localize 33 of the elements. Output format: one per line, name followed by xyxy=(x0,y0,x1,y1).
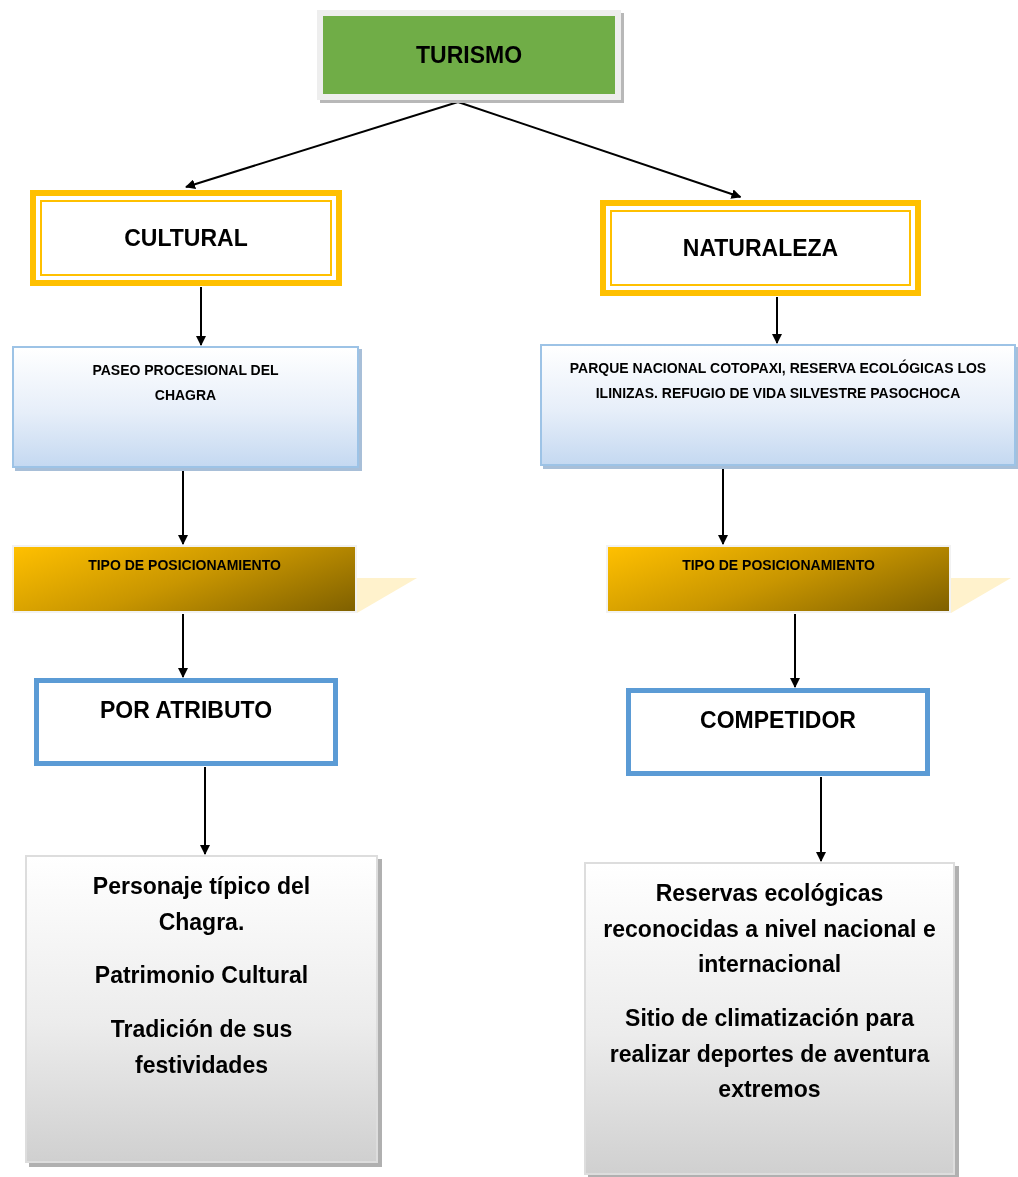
type-box xyxy=(34,678,338,766)
category-box xyxy=(600,200,921,296)
node-text: NATURALEZA xyxy=(682,234,839,262)
node-text: COMPETIDOR xyxy=(700,707,856,734)
arrow xyxy=(790,613,800,688)
node-text: Sitio de climatización para realizar deportes de aventura extremos xyxy=(608,1003,931,1105)
node-text: TIPO DE POSICIONAMIENTO xyxy=(682,557,875,573)
node-text: CULTURAL xyxy=(124,224,248,252)
node-text: Patrimonio Cultural xyxy=(94,961,309,991)
arrow xyxy=(200,766,210,855)
banner-box xyxy=(606,545,951,613)
arrow xyxy=(178,613,188,678)
node-text: TIPO DE POSICIONAMIENTO xyxy=(88,557,281,573)
node-text: Reservas ecológicas reconocidas a nivel nacional e internacional xyxy=(602,879,937,980)
attraction-box xyxy=(540,344,1016,466)
node-text: Personaje típico del Chagra. xyxy=(91,872,312,937)
banner-box xyxy=(12,545,357,613)
title-box xyxy=(317,10,621,100)
arrow xyxy=(178,468,188,545)
arrow xyxy=(457,101,742,199)
arrow xyxy=(718,466,728,545)
arrow xyxy=(772,296,782,344)
type-box xyxy=(626,688,930,776)
category-box xyxy=(30,190,342,286)
arrow xyxy=(816,776,826,862)
arrow xyxy=(185,101,459,190)
node-text: PARQUE NACIONAL COTOPAXI, RESERVA ECOLÓGICAS LOS ILINIZAS. REFUGIO DE VIDA SILVESTRE PASOCHOCA xyxy=(568,358,988,404)
node-text: PASEO PROCESIONAL DEL CHAGRA xyxy=(91,361,280,406)
node-text: TURISMO xyxy=(415,41,523,69)
arrow xyxy=(196,286,206,346)
attraction-box xyxy=(12,346,359,468)
node-text: POR ATRIBUTO xyxy=(99,697,273,724)
node-text: Tradición de sus festividades xyxy=(109,1014,294,1080)
